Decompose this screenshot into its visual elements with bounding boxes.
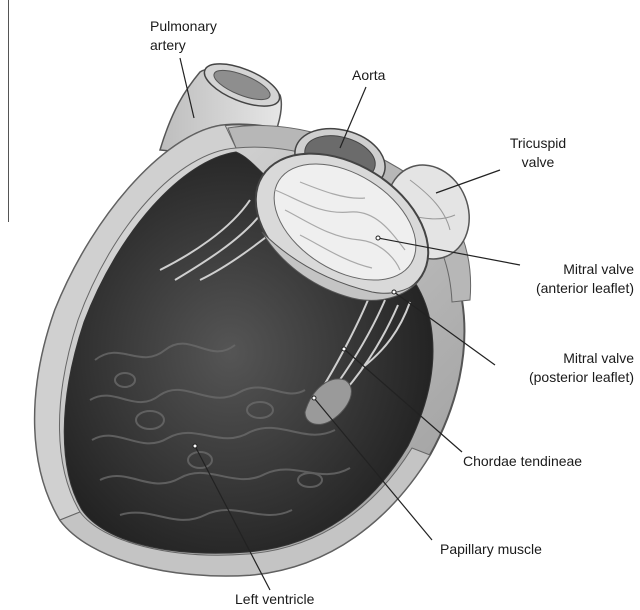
label-aorta-line1: Aorta	[352, 66, 385, 85]
label-chordae-tendineae-line1: Chordae tendineae	[463, 452, 582, 471]
label-pulmonary-artery: Pulmonary artery	[150, 17, 217, 55]
label-papillary-muscle: Papillary muscle	[440, 540, 542, 559]
label-papillary-muscle-line1: Papillary muscle	[440, 540, 542, 559]
label-mitral-posterior: Mitral valve (posterior leaflet)	[490, 349, 634, 387]
label-left-ventricle-line1: Left ventricle	[235, 590, 314, 609]
label-mitral-anterior: Mitral valve (anterior leaflet)	[490, 260, 634, 298]
label-tricuspid-valve-line1: Tricuspid	[500, 134, 576, 153]
label-mitral-posterior-line1: Mitral valve	[490, 349, 634, 368]
label-left-ventricle: Left ventricle	[235, 590, 314, 609]
label-mitral-anterior-line1: Mitral valve	[490, 260, 634, 279]
label-mitral-posterior-line2: (posterior leaflet)	[490, 368, 634, 387]
label-pulmonary-artery-line2: artery	[150, 36, 217, 55]
label-tricuspid-valve: Tricuspid valve	[500, 134, 576, 172]
label-pulmonary-artery-line1: Pulmonary	[150, 17, 217, 36]
label-mitral-anterior-line2: (anterior leaflet)	[490, 279, 634, 298]
label-aorta: Aorta	[352, 66, 385, 85]
label-tricuspid-valve-line2: valve	[500, 153, 576, 172]
label-chordae-tendineae: Chordae tendineae	[463, 452, 582, 471]
